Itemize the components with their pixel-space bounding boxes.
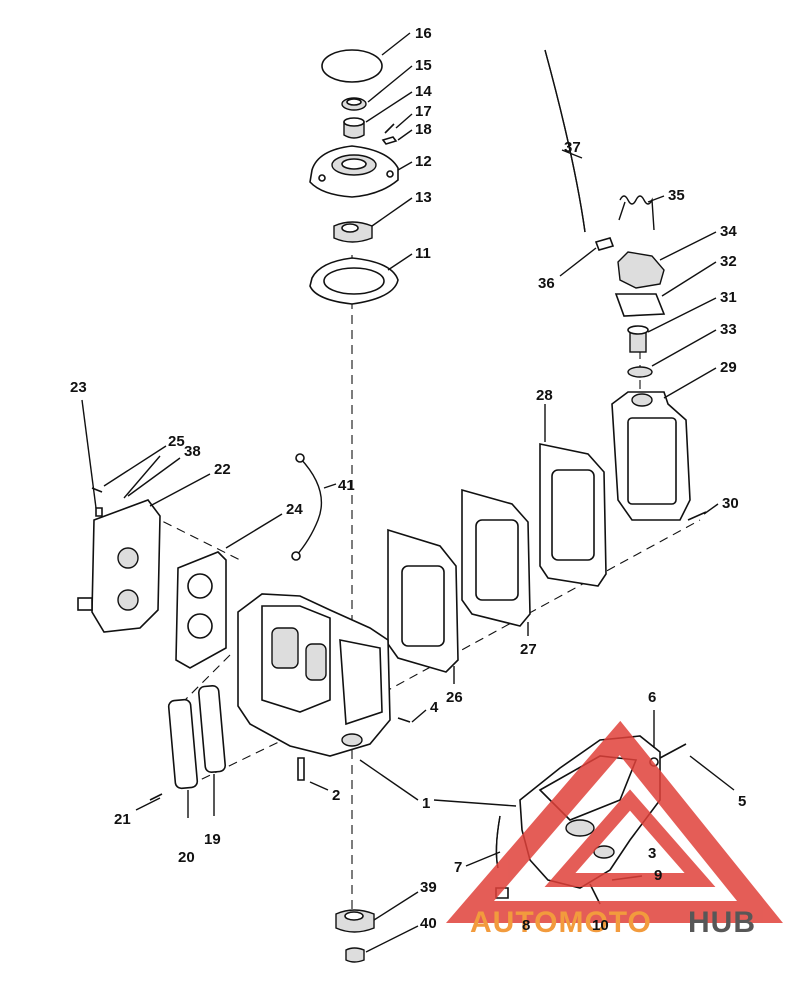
callout-9: 9 [654,867,662,884]
callout-11: 11 [415,245,431,262]
callout-25: 25 [168,433,185,450]
screw-23 [95,507,103,517]
stud-2 [297,757,305,781]
left-side-parts [77,453,323,801]
lower-bearing-parts [335,909,375,963]
callout-13: 13 [415,189,432,206]
callout-4: 4 [430,699,439,716]
callout-34: 34 [720,223,737,240]
callout-27: 27 [520,641,537,658]
callout-39: 39 [420,879,437,896]
fitting-36 [594,237,615,251]
wire-41 [295,457,323,557]
screw-5 [659,743,687,759]
callout-17: 17 [415,103,432,120]
callout-6: 6 [648,689,656,706]
screw-30 [687,511,707,521]
cylinder-block [237,593,411,781]
bracket-38 [123,455,161,499]
callout-19: 19 [204,831,221,848]
callout-23: 23 [70,379,87,396]
end-cap-stack [309,49,399,305]
callout-28: 28 [536,387,553,404]
pin-4 [397,717,411,723]
callout-30: 30 [722,495,739,512]
watermark-text-part2: HUB [688,906,756,939]
callout-2: 2 [332,787,340,804]
screw-10 [589,883,601,905]
callout-10: 10 [592,917,609,934]
seal-40 [345,947,365,963]
plate-19 [197,684,227,774]
plate-20 [167,698,199,790]
callout-33: 33 [720,321,737,338]
callout-20: 20 [178,849,195,866]
callout-29: 29 [720,359,737,376]
screw-17 [384,123,395,134]
thermostat-stack [544,49,707,521]
screw-21 [149,793,163,801]
o-ring-16 [321,49,383,83]
callout-35: 35 [668,187,685,204]
callout-14: 14 [415,83,432,100]
callout-40: 40 [420,915,437,932]
callout-41: 41 [338,477,355,494]
callout-32: 32 [720,253,737,270]
cover-34 [617,251,665,289]
callout-16: 16 [415,25,432,42]
callout-15: 15 [415,57,432,74]
callout-37: 37 [564,139,581,156]
callout-12: 12 [415,153,432,170]
callout-1: 1 [422,795,430,812]
watermark: AUTOMOTO HUB [445,720,783,939]
callout-38: 38 [184,443,201,460]
callout-24: 24 [286,501,303,518]
watermark-text-part1: AUTOMOTO [470,906,652,939]
leader-lines [81,32,735,953]
callout-18: 18 [415,121,432,138]
callout-5: 5 [738,793,746,810]
callout-7: 7 [454,859,462,876]
watermark-triangle-logo [445,720,783,923]
callout-36: 36 [538,275,555,292]
spring-35 [618,195,655,231]
assembly-axes [149,255,701,930]
gasket-32 [614,293,666,317]
seal-33 [627,366,653,378]
callout-21: 21 [114,811,131,828]
callout-26: 26 [446,689,463,706]
callout-31: 31 [720,289,737,306]
callout-8: 8 [522,917,530,934]
callout-labels: 16 15 14 17 18 12 13 11 37 35 36 34 32 3… [70,25,746,934]
gasket-24 [175,551,227,669]
clip-18 [381,136,398,145]
cover-gaskets [387,443,607,673]
callout-22: 22 [214,461,231,478]
callout-3: 3 [648,845,656,862]
